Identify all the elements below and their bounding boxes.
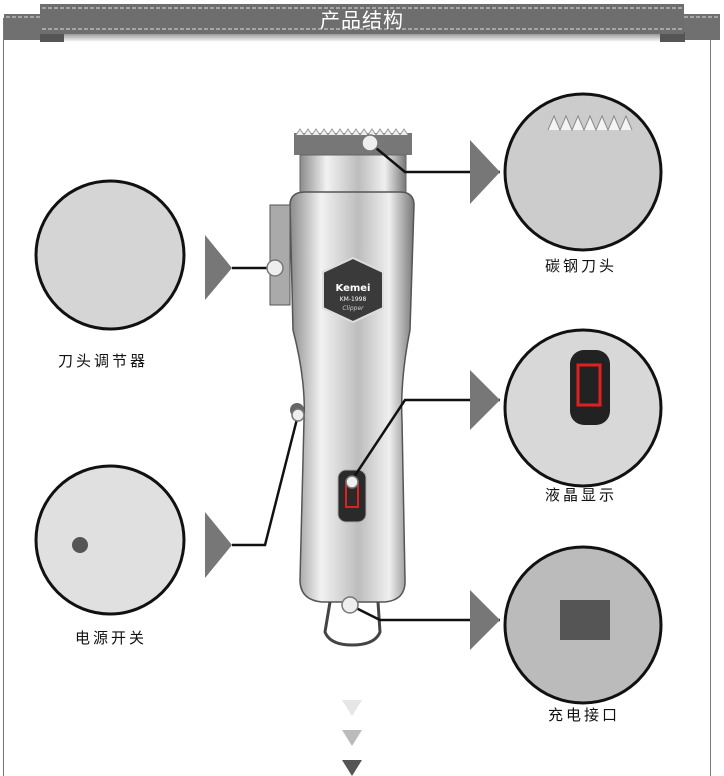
callout-dots <box>266 134 379 614</box>
section-title: 产品结构 <box>320 8 404 32</box>
detail-circles <box>34 92 663 705</box>
title-ribbon <box>4 4 720 42</box>
product-tagline: Clipper <box>342 305 364 312</box>
callout-label-blade: 碳钢刀头 <box>545 257 618 275</box>
callout-label-lcd: 液晶显示 <box>545 486 618 504</box>
callout-label-blade-adjuster: 刀头调节器 <box>58 352 149 370</box>
clipper-image <box>269 128 415 647</box>
callout-label-charging-port: 充电接口 <box>548 706 621 724</box>
callout-lines <box>232 142 500 622</box>
product-brand: Kemei <box>335 283 371 294</box>
product-model: KM-1998 <box>339 296 367 303</box>
page-frame <box>3 18 711 776</box>
callout-label-power-switch: 电源开关 <box>75 629 148 647</box>
